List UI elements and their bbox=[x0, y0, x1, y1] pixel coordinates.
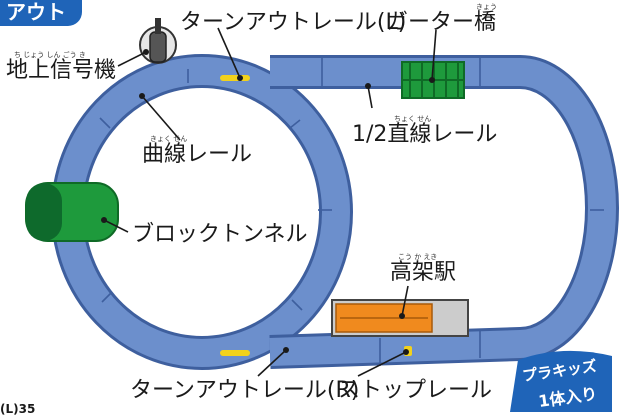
footer-text: (L)35 bbox=[0, 402, 36, 416]
block-tunnel bbox=[25, 182, 119, 242]
plakids-badge: プラキッズ 1体入り bbox=[508, 350, 616, 412]
label-station: 高架駅 bbox=[390, 260, 457, 285]
section-tag: アウト bbox=[0, 0, 82, 26]
track-joints bbox=[76, 58, 604, 366]
right-oval-track bbox=[269, 55, 619, 369]
label-stop-rail: ストップレール bbox=[338, 378, 493, 403]
label-signal: 地上信号機 bbox=[6, 58, 117, 83]
label-curve: 曲線レール bbox=[142, 142, 253, 167]
station-ruby: こう か えき bbox=[398, 253, 438, 261]
label-turnout-right: ターンアウトレール(R) bbox=[130, 378, 360, 403]
girder-bridge-ruby: きょう bbox=[476, 3, 497, 11]
label-half-straight: 1/2直線レール bbox=[352, 122, 498, 147]
half-straight-ruby: ちょく せん bbox=[394, 115, 432, 123]
signal-ruby: ち じょう しん ごう き bbox=[14, 51, 86, 59]
label-turnout-left: ターンアウトレール(L) bbox=[180, 10, 407, 35]
ground-signal bbox=[139, 18, 177, 64]
label-girder-bridge: ガーター橋 bbox=[386, 10, 497, 35]
label-tunnel: ブロックトンネル bbox=[132, 222, 308, 247]
leader-lines bbox=[101, 27, 437, 377]
curve-ruby: きょく せん bbox=[150, 135, 188, 143]
turnout-right-switch bbox=[220, 350, 250, 356]
turnout-left-switch bbox=[220, 75, 250, 81]
